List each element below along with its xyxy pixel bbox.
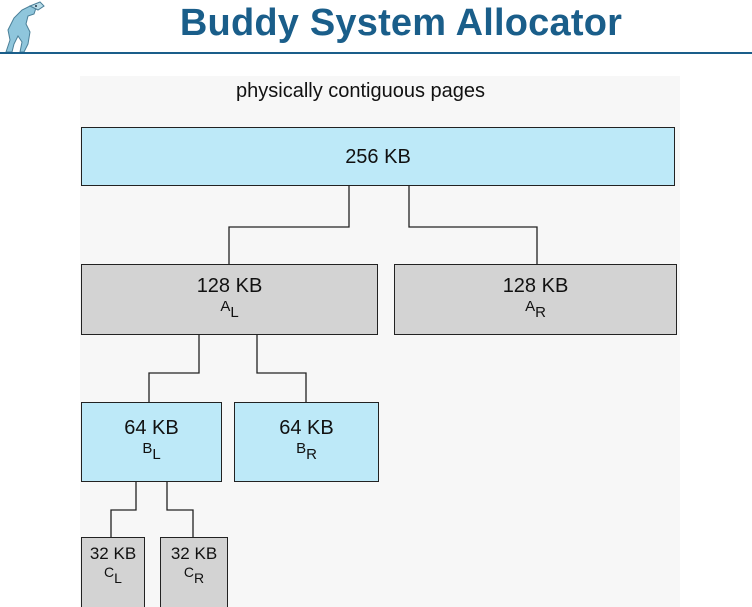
node-size-label: 64 KB	[124, 417, 179, 439]
node-c-right: 32 KB CR	[160, 537, 228, 607]
diagram-caption: physically contiguous pages	[236, 80, 486, 102]
node-name-label: BL	[142, 440, 161, 463]
connector-root-al	[228, 186, 350, 264]
node-name-label: BR	[296, 440, 317, 463]
connector-al-br	[256, 334, 307, 402]
slide-title: Buddy System Allocator	[179, 2, 623, 44]
connector-bl-cl	[110, 481, 137, 537]
node-size-label: 256 KB	[345, 146, 411, 168]
node-b-right: 64 KB BR	[234, 402, 379, 482]
node-a-right: 128 KB AR	[394, 264, 677, 335]
node-size-label: 64 KB	[279, 417, 334, 439]
node-name-label: CL	[104, 564, 122, 586]
dinosaur-logo-icon	[5, 1, 45, 53]
node-256kb: 256 KB	[81, 127, 675, 186]
connector-bl-cr	[166, 481, 194, 537]
node-name-label: AR	[525, 298, 546, 321]
node-name-label: CR	[183, 564, 205, 586]
title-divider	[0, 52, 752, 54]
node-name-label: AL	[220, 298, 239, 321]
node-size-label: 32 KB	[170, 544, 218, 563]
node-size-label: 128 KB	[196, 275, 263, 297]
connector-al-bl	[148, 334, 200, 402]
connector-root-ar	[408, 186, 538, 264]
node-size-label: 32 KB	[89, 544, 137, 563]
node-size-label: 128 KB	[502, 275, 569, 297]
node-a-left: 128 KB AL	[81, 264, 378, 335]
node-c-left: 32 KB CL	[81, 537, 145, 607]
node-b-left: 64 KB BL	[81, 402, 222, 482]
